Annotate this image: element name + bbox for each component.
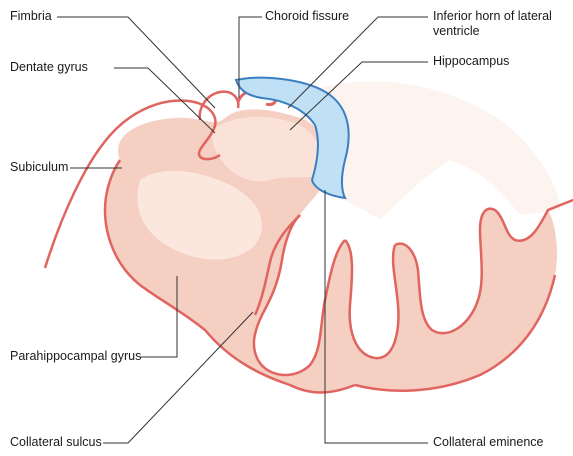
label-fimbria: Fimbria xyxy=(10,9,52,24)
label-parahippocampal-gyrus: Parahippocampal gyrus xyxy=(10,349,141,364)
label-collateral-sulcus: Collateral sulcus xyxy=(10,435,102,450)
label-collateral-eminence: Collateral eminence xyxy=(433,435,543,450)
label-choroid-fissure: Choroid fissure xyxy=(265,9,349,24)
label-dentate-gyrus: Dentate gyrus xyxy=(10,60,88,75)
label-hippocampus: Hippocampus xyxy=(433,54,509,69)
label-subiculum: Subiculum xyxy=(10,160,68,175)
label-inferior-horn: Inferior horn of lateral ventricle xyxy=(433,9,563,39)
